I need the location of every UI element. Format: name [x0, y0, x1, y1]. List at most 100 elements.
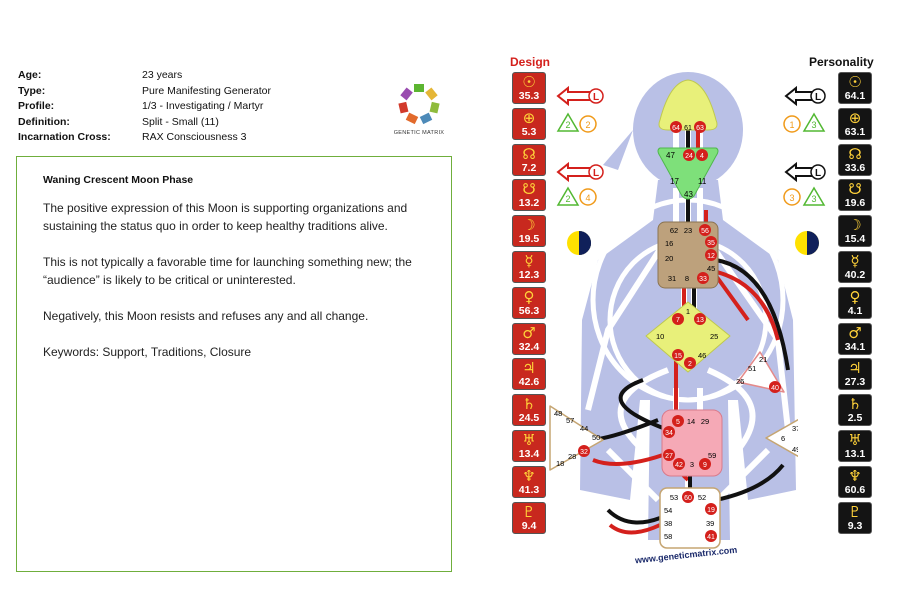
- design-uranus: ♅13.4: [512, 429, 546, 462]
- personality-jupiter: ♃27.3: [838, 358, 872, 391]
- gate-label: 50: [592, 433, 600, 442]
- gate-label: 37: [792, 424, 798, 433]
- saturn-icon: ♄: [848, 395, 862, 414]
- planet-value: 13.1: [844, 447, 866, 460]
- info-label: Type:: [18, 84, 46, 97]
- info-label: Definition:: [18, 115, 70, 128]
- uranus-icon: ♅: [848, 430, 862, 449]
- personality-uranus: ♅13.1: [838, 429, 872, 462]
- moon-paragraph-4: Keywords: Support, Traditions, Closure: [43, 345, 252, 359]
- info-value: Split - Small (11): [142, 115, 219, 128]
- head-center: 64 61 63: [658, 79, 718, 133]
- design-bottom-tones: 2 4: [556, 186, 597, 206]
- south-node-icon: ☋: [522, 180, 536, 199]
- pluto-icon: ♇: [522, 502, 536, 521]
- personality-north-node: ☊33.6: [838, 143, 872, 176]
- gate-label: 64: [672, 125, 680, 132]
- planet-value: 4.1: [847, 304, 863, 317]
- planet-value: 7.2: [521, 161, 537, 174]
- personality-header: Personality: [809, 55, 874, 69]
- earth-icon: ⊕: [522, 108, 536, 127]
- planet-value: 2.5: [847, 412, 863, 425]
- venus-icon: ♀: [523, 287, 535, 306]
- pluto-icon: ♇: [848, 502, 862, 521]
- gate-label: 10: [656, 332, 664, 341]
- planet-value: 9.4: [521, 519, 537, 532]
- sacral-center: 5 14 29 34 27 42 3 9 59: [661, 409, 723, 477]
- info-value: 1/3 - Investigating / Martyr: [142, 100, 264, 112]
- gate-label: 29: [701, 417, 709, 426]
- personality-planet-column: ☉64.1 ⊕63.1 ☊33.6 ☋19.6 ☽15.4 ☿40.2 ♀4.1…: [838, 72, 874, 537]
- design-top-tones: 2 2: [556, 112, 597, 133]
- gate-label: 52: [698, 493, 706, 502]
- info-value: 23 years: [142, 69, 183, 81]
- gate-label: 42: [675, 462, 683, 469]
- info-row-type: Type:Pure Manifesting Generator: [18, 84, 382, 100]
- tone-number: 4: [585, 193, 590, 203]
- tone-number: 3: [789, 193, 794, 203]
- personality-bottom-tones: 3 3: [783, 186, 826, 206]
- personality-mars: ♂34.1: [838, 322, 872, 355]
- gate-label: 34: [665, 430, 673, 437]
- personality-moon: ☽15.4: [838, 215, 872, 248]
- info-row-cross: Incarnation Cross:RAX Consciousness 3: [18, 130, 382, 146]
- design-arrows: L 2 2 L 2 4: [556, 85, 604, 206]
- moon-paragraph-3: Negatively, this Moon resists and refuse…: [43, 309, 369, 323]
- mercury-icon: ☿: [850, 251, 860, 270]
- gate-label: 23: [684, 226, 692, 235]
- personality-bottom-arrow-icon: L: [784, 161, 826, 183]
- personality-moon-phase-icon: [795, 231, 819, 255]
- personality-venus: ♀4.1: [838, 286, 872, 319]
- genetic-matrix-logo: GENETIC MATRIX: [384, 82, 454, 146]
- ajna-center: 47 24 4 17 11 43: [657, 147, 719, 200]
- tone-number: 1: [789, 120, 794, 130]
- gate-label: 25: [710, 332, 718, 341]
- venus-icon: ♀: [849, 287, 861, 306]
- tone-number: 2: [565, 120, 570, 130]
- gate-label: 4: [700, 153, 704, 160]
- gate-label: 60: [684, 495, 692, 502]
- gate-label: 49: [792, 445, 798, 454]
- gate-label: 58: [664, 532, 672, 541]
- planet-value: 60.6: [844, 483, 866, 496]
- planet-value: 35.3: [518, 90, 540, 102]
- design-header: Design: [510, 55, 551, 69]
- north-node-icon: ☊: [848, 144, 862, 163]
- planet-value: 9.3: [847, 519, 863, 532]
- tone-number: 3: [811, 194, 816, 204]
- gate-label: 54: [664, 506, 672, 515]
- planet-value: 13.2: [518, 197, 540, 210]
- north-node-icon: ☊: [522, 144, 536, 163]
- gate-label: 62: [670, 226, 678, 235]
- moon-icon: ☽: [848, 216, 862, 235]
- design-neptune: ♆41.3: [512, 465, 546, 498]
- g-center: 1 7 13 10 25 15 46 2: [645, 301, 731, 373]
- gate-label: 7: [676, 317, 680, 324]
- root-center: 53 60 52 54 19 38 39 58 41: [659, 487, 721, 549]
- moon-paragraph-1: The positive expression of this Moon is …: [43, 201, 408, 233]
- gate-label: 14: [687, 417, 695, 426]
- design-saturn: ♄24.5: [512, 394, 546, 427]
- heart-center: 21 51 26 40: [736, 351, 785, 393]
- gate-label: 46: [698, 351, 706, 360]
- design-bottom-arrow-icon: L: [556, 161, 604, 183]
- gate-label: 53: [670, 493, 678, 502]
- design-venus: ♀56.3: [512, 286, 546, 319]
- gate-label: 45: [707, 264, 715, 273]
- gate-label: 13: [696, 317, 704, 324]
- planet-value: 33.6: [844, 161, 866, 174]
- spleen-center: 48 57 44 50 32 28 18: [549, 405, 604, 471]
- planet-value: 27.3: [844, 376, 866, 389]
- gate-label: 40: [771, 385, 779, 392]
- gate-label: 16: [665, 239, 673, 248]
- design-sun: ☉35.3: [512, 72, 546, 104]
- gate-label: 56: [701, 228, 709, 235]
- gate-label: 35: [707, 240, 715, 247]
- jupiter-icon: ♃: [848, 359, 862, 378]
- gate-label: 6: [781, 434, 785, 443]
- gate-label: 44: [580, 424, 588, 433]
- personality-top-tones: 1 3: [783, 112, 826, 133]
- info-value: RAX Consciousness 3: [142, 131, 247, 143]
- gate-label: 41: [707, 534, 715, 541]
- mars-icon: ♂: [522, 323, 536, 342]
